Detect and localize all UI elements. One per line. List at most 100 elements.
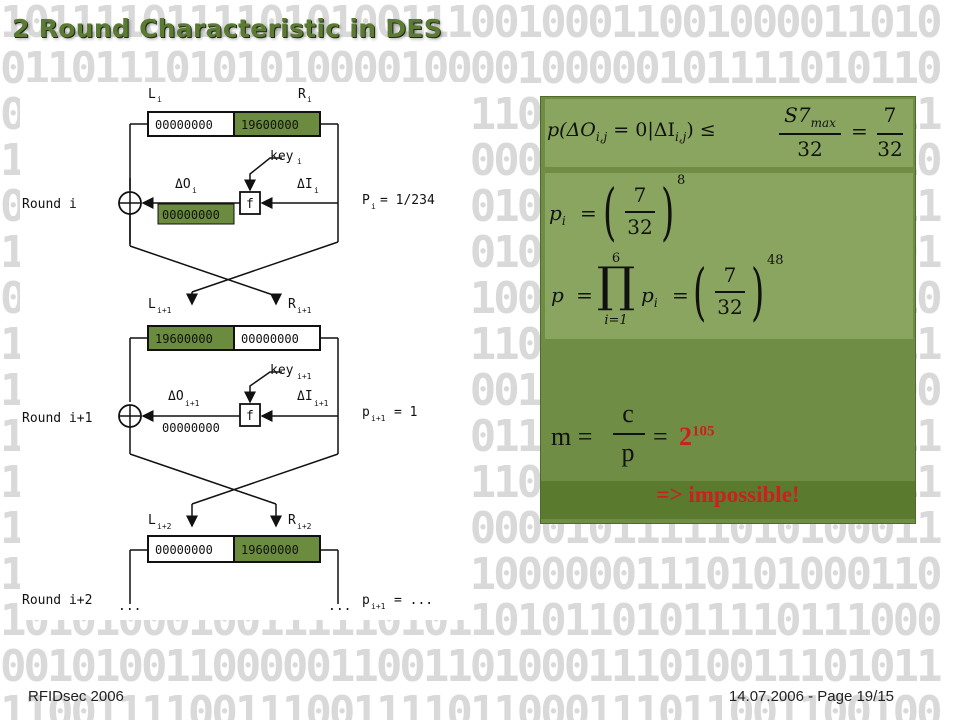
delta-o-sub: i xyxy=(192,186,197,195)
r-label: R xyxy=(298,87,306,102)
eq3-num: 7 xyxy=(723,263,737,287)
eq2-right-paren: ) xyxy=(661,175,675,248)
eq1-lhs: p(ΔO xyxy=(547,119,596,141)
delta-i-label: ΔI xyxy=(297,389,313,404)
eq3-equals: = xyxy=(576,283,593,307)
ellipsis-right: ... xyxy=(328,599,351,614)
eq2-den: 32 xyxy=(627,215,653,239)
equation-1-strip xyxy=(545,99,913,167)
eq1-i-sub: i,j xyxy=(674,129,687,144)
eq1-frac-num-sub: max xyxy=(810,116,836,130)
m-denominator: p xyxy=(621,438,635,467)
product-symbol-icon: ∏ xyxy=(597,257,636,313)
product-lower-limit: i=1 xyxy=(604,313,628,328)
m-result-exponent: 105 xyxy=(692,423,715,440)
f-function-box xyxy=(239,403,261,427)
right-register xyxy=(233,325,321,351)
right-register xyxy=(233,535,321,563)
probability-value: = ... xyxy=(394,593,433,608)
right-register-value: 00000000 xyxy=(241,332,299,346)
l-label: L xyxy=(148,87,156,102)
m-fraction-line xyxy=(613,433,645,435)
equation-3-strip xyxy=(545,253,913,339)
conclusion-bar xyxy=(541,481,915,519)
eq2-frac-line xyxy=(625,211,655,213)
slide-title: 2 Round Characteristic in DES xyxy=(12,14,443,43)
delta-o-label: ΔO xyxy=(168,389,184,404)
eq1-frac-num: S7max xyxy=(777,103,843,130)
eq1-r-den: 32 xyxy=(877,137,903,161)
right-register-value: 19600000 xyxy=(241,543,299,557)
ellipsis-left: ... xyxy=(118,599,141,614)
eq3-term: pi = xyxy=(641,283,689,310)
round-label: Round i+1 xyxy=(22,411,92,426)
eq3-left-paren: ( xyxy=(693,255,707,328)
eq1-frac-line xyxy=(779,133,841,135)
r-sub: i+1 xyxy=(297,306,312,315)
f-output-value: 00000000 xyxy=(162,421,220,435)
key-label: key xyxy=(270,149,294,164)
eq1-mid: = 0|ΔI xyxy=(607,119,675,141)
l-label: L xyxy=(148,297,156,312)
eq1-frac-den: 32 xyxy=(797,137,823,161)
probability-sub: i+1 xyxy=(371,414,386,423)
footer-conference: RFIDsec 2006 xyxy=(28,688,124,705)
delta-o-label: ΔO xyxy=(175,177,191,192)
m-result: 2105 xyxy=(679,422,715,452)
equation-1: p(ΔOi,j = 0|ΔIi,j) ≤ xyxy=(547,119,716,144)
key-sub: i xyxy=(297,157,302,166)
left-register xyxy=(147,535,235,563)
probability-sub: i xyxy=(371,202,376,211)
eq3-lhs: p xyxy=(551,283,564,307)
r-label: R xyxy=(288,297,296,312)
eq3-equals-2: = xyxy=(672,283,689,307)
round-label: Round i+2 xyxy=(22,593,92,608)
product-upper-limit: 6 xyxy=(611,251,621,266)
right-register-value: 19600000 xyxy=(241,118,299,132)
m-numerator: c xyxy=(622,399,634,428)
key-label: key xyxy=(270,363,294,378)
left-register-value: 00000000 xyxy=(155,543,213,557)
eq2-equals: = xyxy=(580,201,597,225)
delta-i-label: ΔI xyxy=(297,177,313,192)
eq2-lhs: p xyxy=(549,201,562,225)
equation-2: pi = xyxy=(549,201,597,228)
left-register xyxy=(147,325,235,351)
f-output-register xyxy=(157,203,235,225)
eq3-den: 32 xyxy=(717,295,743,319)
m-label: m = xyxy=(551,422,593,451)
eq1-o-sub: i,j xyxy=(595,129,608,144)
eq3-right-paren: ) xyxy=(751,255,765,328)
eq1-rel: ) ≤ xyxy=(686,119,716,141)
delta-i-sub: i xyxy=(314,186,319,195)
eq2-left-paren: ( xyxy=(603,175,617,248)
eq3-exponent: 48 xyxy=(767,253,784,268)
eq2-num: 7 xyxy=(633,183,647,207)
f-output-value: 00000000 xyxy=(162,208,220,222)
formula-panel: p(ΔOi,j = 0|ΔIi,j) ≤ S7max 32 = 7 32 pi … xyxy=(540,96,916,524)
eq1-frac-num-text: S7 xyxy=(784,103,811,127)
l-sub: i+2 xyxy=(157,522,172,531)
eq2-lhs-sub: i xyxy=(561,214,566,228)
probability-value: = 1 xyxy=(394,405,417,420)
probability-label: P xyxy=(362,193,370,208)
eq2-exponent: 8 xyxy=(677,173,686,188)
probability-sub: i+1 xyxy=(371,602,386,611)
feistel-diagram-svg: L i R i 00000000 19600000 f key i ΔO i Δ… xyxy=(22,87,435,614)
left-register-value: 19600000 xyxy=(155,332,213,346)
eq3-term-sub: i xyxy=(653,296,658,310)
probability-label: p xyxy=(362,593,370,608)
left-register xyxy=(147,111,235,137)
m-result-base: 2 xyxy=(679,422,692,451)
probability-value: = 1/234 xyxy=(380,193,435,208)
m-equals: = xyxy=(653,422,668,451)
r-label: R xyxy=(288,513,296,528)
conclusion-text: => impossible! xyxy=(656,482,800,507)
delta-o-sub: i+1 xyxy=(185,399,200,408)
des-round-diagram: L i R i 00000000 19600000 f key i ΔO i Δ… xyxy=(20,82,472,620)
probability-label: p xyxy=(362,405,370,420)
f-label: f xyxy=(246,409,254,424)
footer-date-page: 14.07.2006 - Page 19/15 xyxy=(728,688,894,705)
right-register xyxy=(233,111,321,137)
l-label: L xyxy=(148,513,156,528)
